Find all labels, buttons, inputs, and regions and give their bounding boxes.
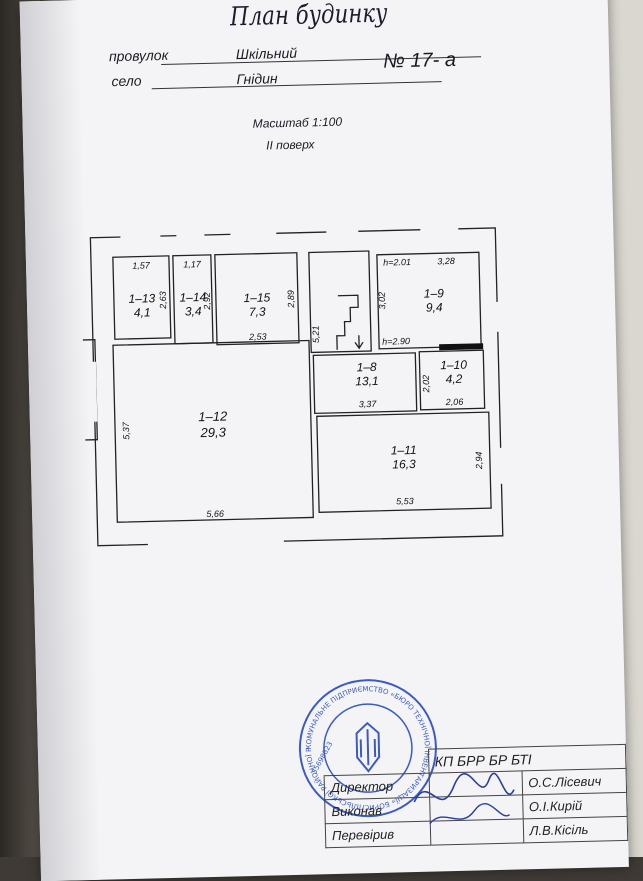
room-id: 1–12 xyxy=(198,408,228,424)
handwritten-signature xyxy=(413,772,515,825)
room-height: 2,94 xyxy=(474,451,484,470)
room-extra: h=2.01 xyxy=(383,257,411,268)
room-1-11-outline xyxy=(316,411,492,513)
stair-well-outline xyxy=(308,250,372,354)
room-height: 3,02 xyxy=(377,292,387,310)
room-area: 16,3 xyxy=(392,457,416,472)
street-value: Шкільний xyxy=(235,44,298,63)
trident-emblem xyxy=(355,721,381,773)
room-width: 5,53 xyxy=(396,496,414,506)
room-height: 2,89 xyxy=(286,290,296,309)
stair-steps xyxy=(336,294,359,350)
room-height: 5,37 xyxy=(121,421,131,440)
room-id: 1–13 xyxy=(128,291,155,306)
room-1-12-outline xyxy=(112,339,314,523)
room-1-15-outline xyxy=(214,252,300,346)
room-id: 1–8 xyxy=(356,360,377,374)
room-area: 29,3 xyxy=(199,425,226,441)
room-area: 7,3 xyxy=(249,305,266,319)
document-title: План будинку xyxy=(229,0,388,33)
room-width: 1,57 xyxy=(132,260,151,270)
room-width: 2,53 xyxy=(248,332,267,342)
stair-arrow xyxy=(354,335,364,350)
room-1-10-outline xyxy=(418,349,486,411)
house-number: № 17- а xyxy=(382,48,457,73)
room-height: 5,21 xyxy=(311,325,321,343)
outer-wall xyxy=(89,227,504,547)
room-area: 3,4 xyxy=(185,304,202,318)
floor-plan: 1–13 4,1 1,57 2,63 1–14 3,4 1,17 2,92 1–… xyxy=(80,226,505,547)
signer-name: О.С.Лісевич xyxy=(521,768,627,795)
room-width: 5,66 xyxy=(206,509,224,519)
room-height: 2,92 xyxy=(202,292,212,311)
room-width: 1,17 xyxy=(183,259,202,269)
room-id: 1–9 xyxy=(424,286,445,300)
room-1-13-outline xyxy=(112,255,172,340)
document-page: План будинку провулок Шкільний № 17- а с… xyxy=(19,0,629,881)
door-opening-mark xyxy=(439,343,484,351)
room-id: 1–14 xyxy=(179,290,206,305)
village-underline xyxy=(151,81,442,90)
signer-name: О.І.Кирій xyxy=(522,792,628,819)
room-area: 4,2 xyxy=(445,372,462,386)
room-height: 2,63 xyxy=(158,291,168,310)
room-width: 2,06 xyxy=(445,397,464,407)
room-width: 3,37 xyxy=(359,399,378,409)
scale-label: Масштаб 1:100 xyxy=(252,114,343,131)
room-area: 4,1 xyxy=(134,305,151,319)
room-id: 1–11 xyxy=(391,443,417,458)
room-extra: h=2.90 xyxy=(382,336,410,347)
floor-label: II поверх xyxy=(266,137,315,153)
room-1-8-outline xyxy=(312,352,418,415)
street-label: провулок xyxy=(108,46,169,65)
room-id: 1–15 xyxy=(243,290,270,305)
room-area: 13,1 xyxy=(355,374,379,389)
room-1-9-outline xyxy=(376,251,482,350)
room-width: 3,28 xyxy=(437,256,455,266)
official-stamp: КОМУНАЛЬНЕ ПІДПРИЄМСТВО «БЮРО ТЕХНІЧНОЇ … xyxy=(291,671,437,818)
village-label: село xyxy=(111,72,142,90)
room-id: 1–10 xyxy=(440,358,467,373)
room-height: 2,02 xyxy=(421,375,431,394)
room-area: 9,4 xyxy=(426,300,443,314)
signer-name: Л.В.Кісіль xyxy=(522,816,628,843)
